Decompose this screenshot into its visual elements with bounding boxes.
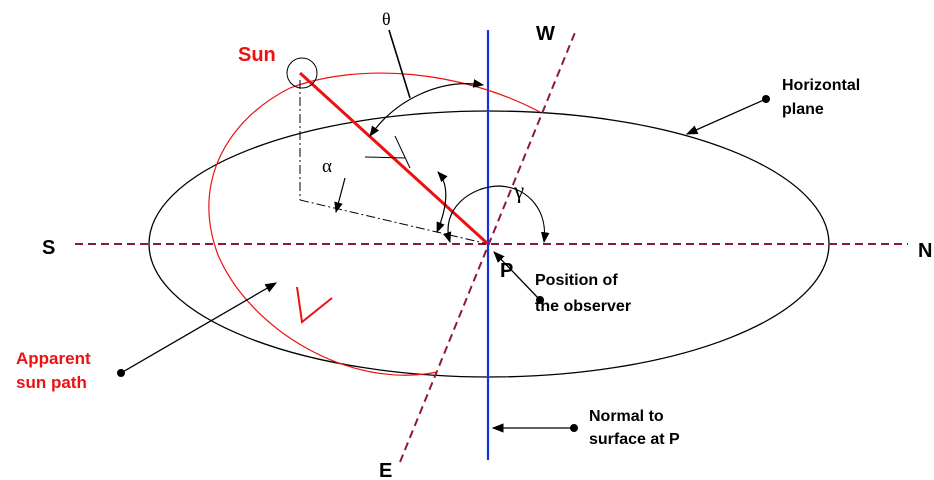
south-label: S bbox=[42, 237, 55, 259]
theta-arc bbox=[369, 79, 485, 137]
north-label: N bbox=[918, 240, 932, 262]
sun-circle bbox=[286, 57, 318, 89]
alpha-tick bbox=[334, 177, 346, 214]
point-p-label: P bbox=[500, 260, 513, 282]
sun-path-label: Apparent sun path bbox=[16, 349, 95, 392]
sun-label: Sun bbox=[238, 44, 276, 66]
alpha-arc bbox=[436, 171, 448, 234]
gamma-arc bbox=[442, 185, 550, 244]
east-label: E bbox=[379, 460, 392, 480]
horizontal-plane-leader bbox=[685, 98, 767, 135]
observer-label: Position of the observer bbox=[535, 272, 631, 315]
sun-ray bbox=[298, 71, 490, 246]
theta-tick bbox=[364, 156, 406, 159]
observer-leader bbox=[493, 251, 541, 301]
normal-label: Normal to surface at P bbox=[589, 408, 680, 448]
horizontal-plane-label: Horizontal plane bbox=[782, 77, 865, 118]
theta-label: θ bbox=[382, 9, 391, 29]
sun-ground-projection bbox=[299, 199, 489, 245]
gamma-label: γ bbox=[513, 178, 524, 203]
apparent-sun-path bbox=[208, 72, 541, 376]
theta-tick-2 bbox=[394, 135, 411, 169]
sun-path-leader bbox=[120, 282, 278, 374]
west-label: W bbox=[536, 23, 555, 45]
alpha-label: α bbox=[322, 156, 332, 177]
theta-leader bbox=[388, 29, 411, 99]
sun-path-direction-arrow bbox=[296, 286, 333, 324]
